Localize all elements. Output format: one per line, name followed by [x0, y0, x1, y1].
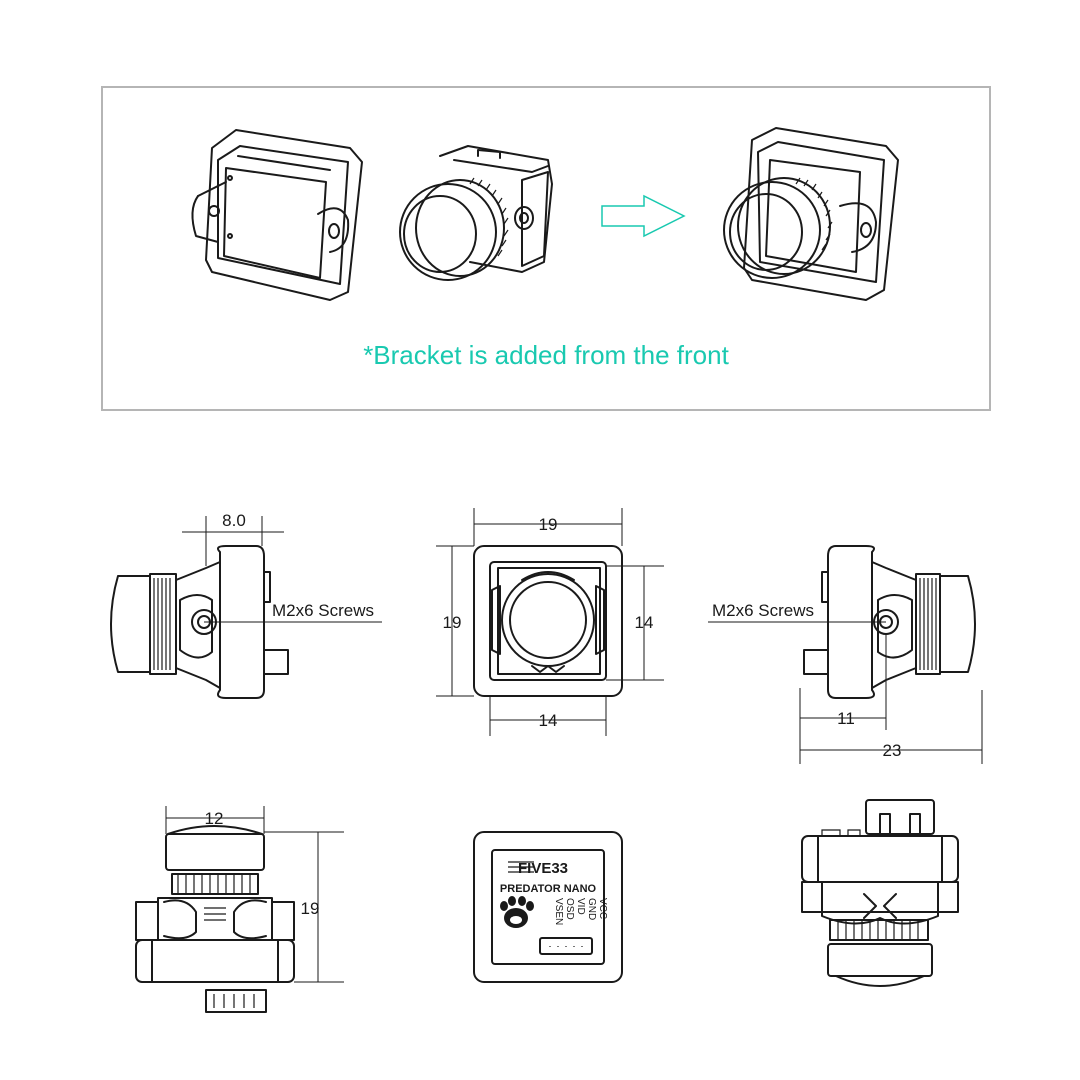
dim-label-side-right-inner: 11 [837, 709, 855, 728]
dim-label-side-right-total: 23 [883, 741, 902, 760]
dim-label-front-height: 19 [443, 613, 462, 632]
side-view-left [110, 545, 289, 699]
dim-8-0: 8.0 [182, 511, 284, 566]
arrow-right-icon [601, 194, 686, 238]
front-view [473, 545, 623, 697]
dim-front: 19 19 14 14 [436, 508, 664, 736]
dim-right: 11 23 [799, 634, 983, 764]
rear-model: PREDATOR NANO [500, 883, 597, 895]
dim-top: 12 19 [165, 806, 344, 983]
pin-vsen: VSEN [553, 898, 564, 925]
pin-osd: OSD [564, 898, 575, 920]
pin-vid: VID [575, 898, 586, 915]
pin-gnd: GND [586, 898, 597, 920]
dim-label-front-inner-width: 14 [539, 711, 558, 730]
rear-connector [539, 937, 593, 955]
paw-logo-icon [500, 896, 534, 928]
camera-illustration [399, 145, 553, 281]
dim-label-front-inner-height: 14 [635, 613, 654, 632]
callout-screws-left: M2x6 Screws [272, 601, 374, 620]
side-view-right [803, 545, 976, 699]
bracket-illustration [191, 129, 363, 301]
dim-label-top-width: 12 [205, 809, 224, 828]
top-panel-frame [101, 86, 991, 411]
rear-view: FIVE33 PREDATOR NANO VCC GND VID OSD VSE… [473, 831, 623, 983]
dim-label-top-height: 19 [301, 899, 320, 918]
dim-label-front-width: 19 [539, 515, 558, 534]
pin-vcc: VCC [597, 898, 608, 919]
rear-brand: FIVE33 [518, 860, 568, 877]
bracket-note: *Bracket is added from the front [363, 340, 729, 370]
bottom-view [801, 799, 959, 987]
callout-screws-right: M2x6 Screws [712, 601, 814, 620]
assembled-illustration [723, 127, 899, 301]
dim-label-8-0: 8.0 [222, 511, 246, 530]
top-view [135, 825, 295, 1013]
